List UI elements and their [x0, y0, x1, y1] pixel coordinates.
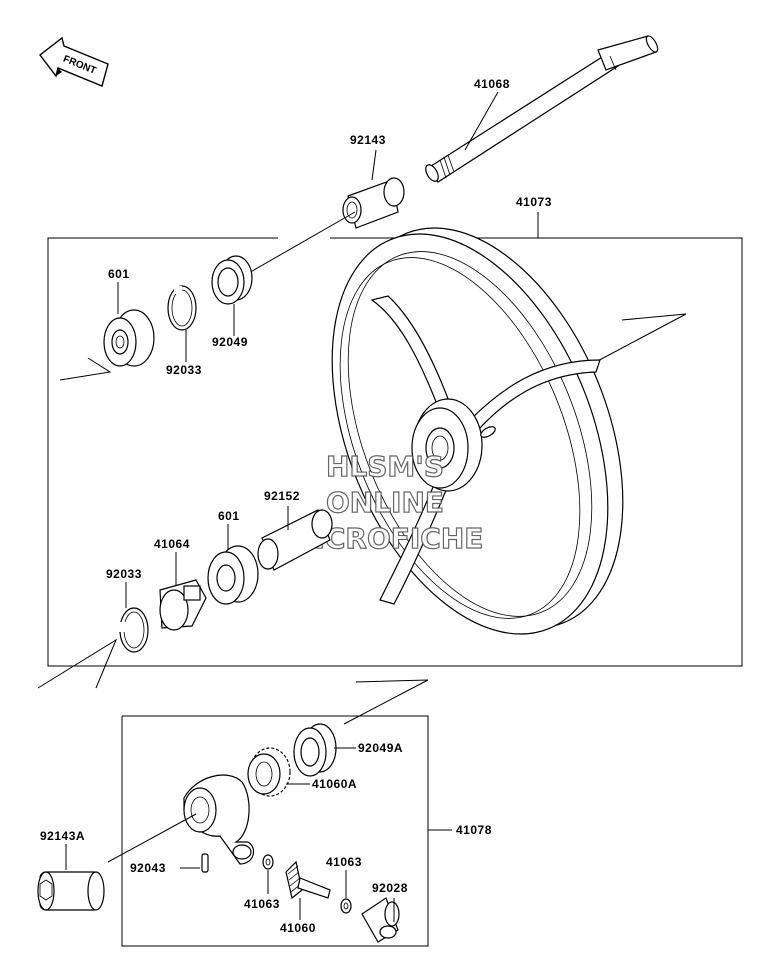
meter-gear-part	[247, 747, 291, 797]
label-41063-right: 41063	[326, 855, 362, 869]
label-92043: 92043	[130, 861, 166, 875]
pinion-part	[285, 860, 331, 900]
circlip-right-part	[118, 607, 149, 653]
watermark-line-1: HLSM'S	[326, 450, 444, 483]
washer-b-part	[340, 898, 352, 914]
collar-top-part	[342, 177, 405, 229]
label-92049A: 92049A	[358, 741, 403, 755]
label-92049: 92049	[212, 335, 248, 349]
coupling-part	[159, 579, 207, 631]
front-arrow-icon: FRONT	[39, 36, 109, 87]
label-92143A: 92143A	[40, 829, 85, 843]
label-41060A: 41060A	[312, 777, 357, 791]
pin-part	[201, 853, 209, 873]
oil-seal-gear-part	[293, 723, 337, 777]
label-41078: 41078	[456, 823, 492, 837]
label-92033-bottom: 92033	[106, 567, 142, 581]
label-41063-left: 41063	[244, 897, 280, 911]
label-92028: 92028	[372, 881, 408, 895]
label-601-top: 601	[108, 267, 130, 281]
label-41068: 41068	[474, 77, 510, 91]
label-41060: 41060	[280, 921, 316, 935]
bushing-part	[361, 897, 400, 943]
collar-bottom-part	[37, 871, 105, 911]
label-41064: 41064	[154, 537, 190, 551]
circlip-left-part	[167, 285, 197, 331]
label-601-bottom: 601	[218, 509, 240, 523]
label-92033-top: 92033	[166, 363, 202, 377]
wheel-rim-part	[331, 227, 624, 635]
bearing-left-part	[103, 309, 155, 367]
label-92152: 92152	[264, 489, 300, 503]
watermark-line-2: ONLINE	[326, 486, 444, 519]
oil-seal-left-part	[211, 255, 253, 305]
axle-part	[425, 35, 659, 183]
label-41073: 41073	[516, 195, 552, 209]
bearing-right-part	[207, 545, 259, 605]
distance-collar-part	[257, 509, 333, 571]
gear-housing-box	[121, 715, 429, 947]
gear-housing-part	[183, 774, 255, 865]
wheel-assembly-box	[47, 237, 743, 667]
label-92143: 92143	[350, 133, 386, 147]
washer-a-part	[262, 854, 274, 870]
